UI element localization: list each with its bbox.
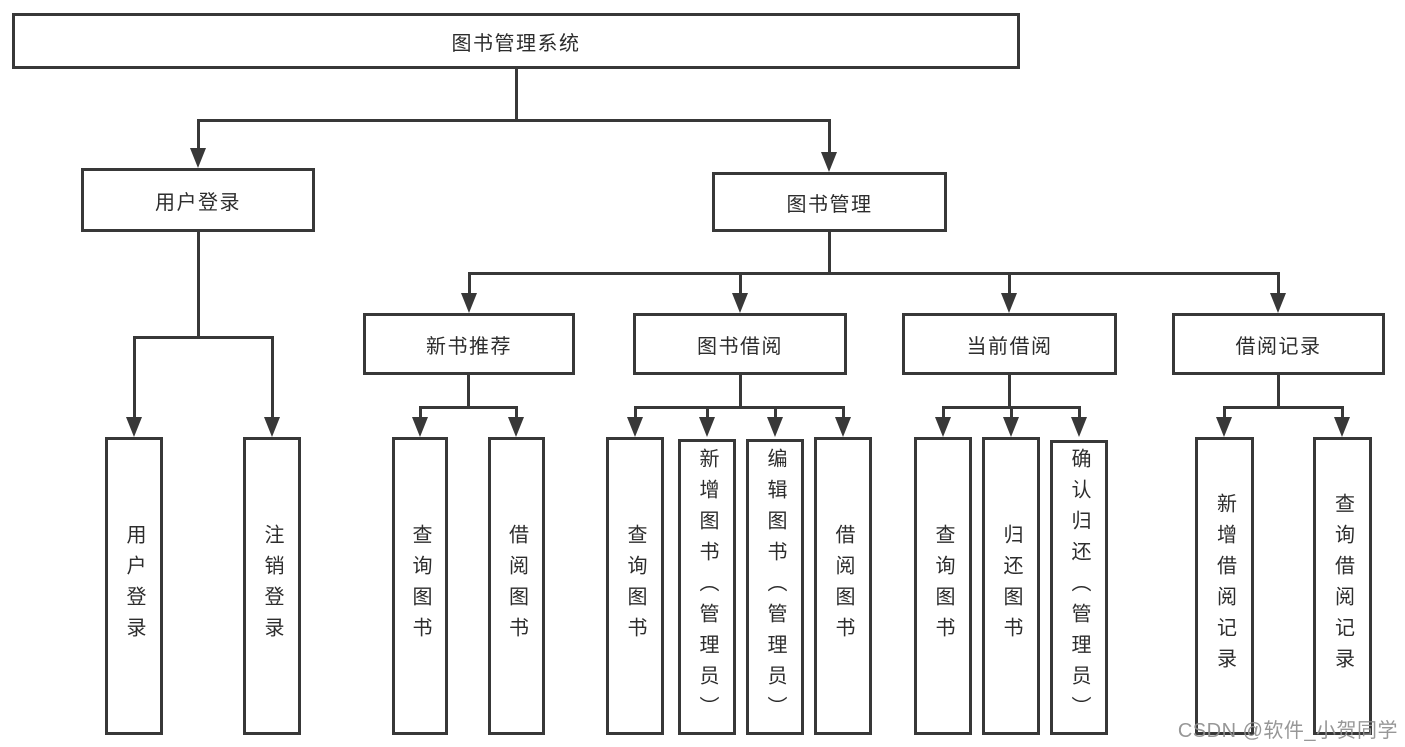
leaf-current-return: 归还图书 [982,437,1040,735]
leaf-bookborrow-borrow: 借阅图书 [814,437,872,735]
leaf-logout-label: 注销登录 [261,524,283,648]
connector-to-current-borrow [1008,272,1011,295]
connector-to-leaf-user-login [133,336,136,419]
leaf-newbook-query-label: 查询图书 [409,524,431,648]
leaf-logout: 注销登录 [243,437,301,735]
connector-user-login-stub [197,232,200,336]
leaf-bookborrow-borrow-label: 借阅图书 [832,524,854,648]
leaf-record-query: 查询借阅记录 [1313,437,1372,735]
arrow-down-icon [767,417,783,437]
connector-leaf-vline [515,406,518,419]
leaf-current-confirm-label: 确认归还（管理员） [1068,448,1090,727]
arrow-down-icon [835,417,851,437]
leaf-current-query: 查询图书 [914,437,972,735]
connector-book-borrow-hline [634,406,843,409]
leaf-bookborrow-edit: 编辑图书（管理员） [746,439,804,735]
arrow-down-icon [1334,417,1350,437]
leaf-current-return-label: 归还图书 [1000,524,1022,648]
node-borrow-record-label: 借阅记录 [1235,335,1322,358]
node-borrow-record: 借阅记录 [1172,313,1385,375]
connector-leaf-vline [1223,406,1226,419]
connector-leaf-vline [774,406,777,419]
connector-to-user-login [197,119,200,150]
leaf-record-add-label: 新增借阅记录 [1213,493,1236,679]
connector-leaf-vline [842,406,845,419]
connector-current-borrow-stub [1008,375,1011,406]
leaf-user-login-label: 用户登录 [123,524,145,648]
leaf-user-login: 用户登录 [105,437,163,735]
arrow-down-icon [1003,417,1019,437]
connector-new-book-stub [467,375,470,406]
leaf-current-query-label: 查询图书 [932,524,954,648]
arrow-down-icon [126,417,142,437]
arrow-down-icon [264,417,280,437]
node-book-management: 图书管理 [712,172,947,232]
node-book-borrow-label: 图书借阅 [697,335,783,358]
connector-book-mgmt-stub [828,232,831,272]
leaf-record-add: 新增借阅记录 [1195,437,1254,735]
connector-user-login-hline [133,336,273,339]
arrow-down-icon [508,417,524,437]
node-new-book-recommend: 新书推荐 [363,313,575,375]
arrow-down-icon [190,148,206,168]
connector-borrow-record-stub [1277,375,1280,406]
connector-leaf-vline [634,406,637,419]
connector-root-stub [515,69,518,119]
connector-leaf-vline [419,406,422,419]
leaf-newbook-query: 查询图书 [392,437,448,735]
arrow-down-icon [1270,293,1286,313]
connector-to-leaf-logout [271,336,274,419]
node-current-borrow-label: 当前借阅 [966,335,1053,358]
connector-leaf-vline [1010,406,1013,419]
arrow-down-icon [821,152,837,172]
leaf-bookborrow-query: 查询图书 [606,437,664,735]
node-new-book-recommend-label: 新书推荐 [426,335,512,358]
connector-book-borrow-stub [739,375,742,406]
arrow-down-icon [412,417,428,437]
leaf-record-query-label: 查询借阅记录 [1331,493,1354,679]
node-user-login: 用户登录 [81,168,315,232]
connector-leaf-vline [942,406,945,419]
node-book-management-label: 图书管理 [786,193,873,216]
connector-leaf-vline [1078,406,1081,419]
arrow-down-icon [1071,417,1087,437]
node-root: 图书管理系统 [12,13,1020,69]
arrow-down-icon [1216,417,1232,437]
leaf-bookborrow-add: 新增图书（管理员） [678,439,736,735]
connector-to-borrow-record [1277,272,1280,295]
arrow-down-icon [732,293,748,313]
leaf-newbook-borrow: 借阅图书 [488,437,545,735]
node-book-borrow: 图书借阅 [633,313,847,375]
connector-to-new-book [468,272,471,295]
node-user-login-label: 用户登录 [155,191,241,214]
leaf-current-confirm: 确认归还（管理员） [1050,440,1108,735]
connector-level2-hline [197,119,829,122]
node-root-label: 图书管理系统 [451,32,581,55]
arrow-down-icon [461,293,477,313]
connector-leaf-vline [706,406,709,419]
arrow-down-icon [1001,293,1017,313]
csdn-watermark: CSDN @软件_小贺同学 [1177,720,1398,742]
connector-leaf-vline [1341,406,1344,419]
arrow-down-icon [627,417,643,437]
connector-to-book-management [828,119,831,154]
node-current-borrow: 当前借阅 [902,313,1117,375]
leaf-bookborrow-query-label: 查询图书 [624,524,646,648]
connector-level3-hline [469,272,1279,275]
leaf-newbook-borrow-label: 借阅图书 [505,524,528,648]
connector-new-book-hline [419,406,517,409]
leaf-bookborrow-add-label: 新增图书（管理员） [696,447,718,727]
arrow-down-icon [935,417,951,437]
leaf-bookborrow-edit-label: 编辑图书（管理员） [764,447,786,727]
arrow-down-icon [699,417,715,437]
connector-to-book-borrow [739,272,742,295]
connector-borrow-record-hline [1223,406,1343,409]
